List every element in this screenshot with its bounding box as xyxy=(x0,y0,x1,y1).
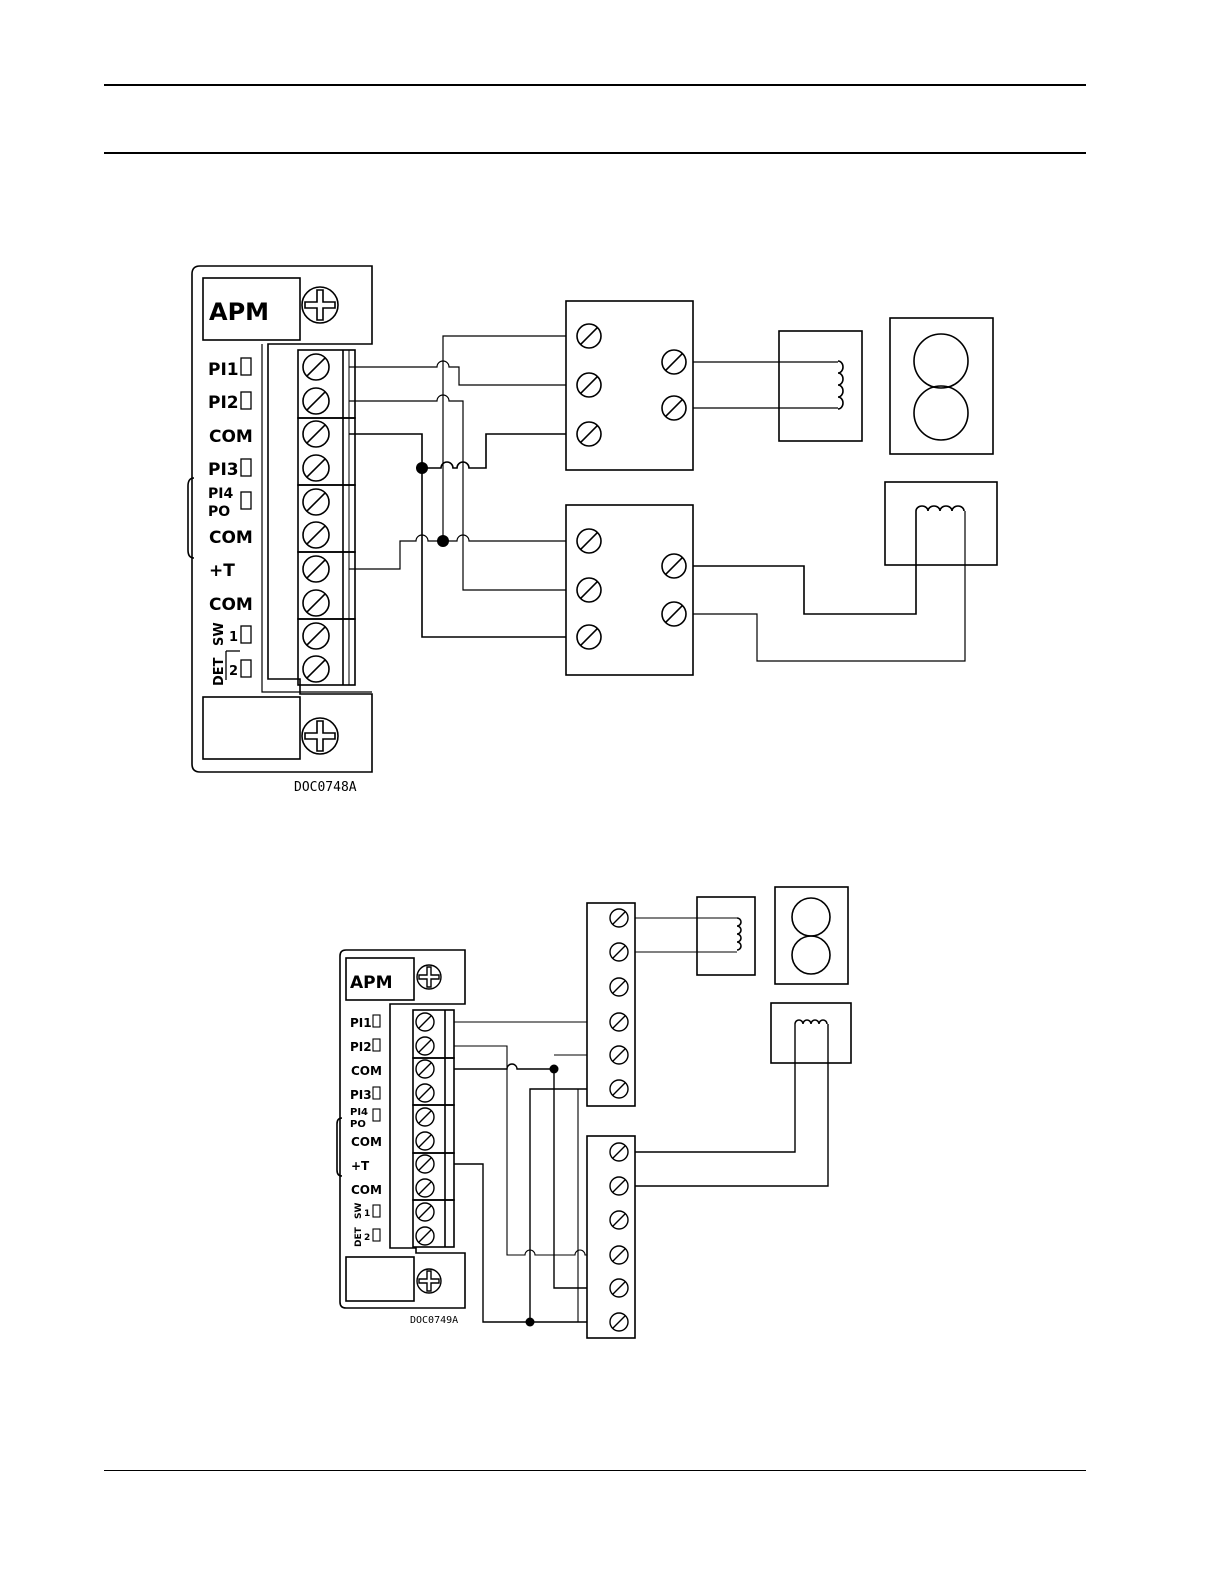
terminal-label-pi1: PI1 xyxy=(350,1016,372,1030)
doc-id: DOC0749A xyxy=(410,1315,458,1326)
terminal-strip-lower xyxy=(587,1136,635,1338)
terminal-screw-icon xyxy=(610,1046,628,1064)
terminal-label-com-3: COM xyxy=(351,1183,382,1197)
terminal-screw-icon xyxy=(416,1203,434,1221)
terminal-screw-icon xyxy=(416,1227,434,1245)
terminal-screw-icon xyxy=(610,1246,628,1264)
terminal-screw-icon xyxy=(416,1060,434,1078)
apm-lower-plate xyxy=(346,1257,414,1301)
terminal-screw-icon xyxy=(610,1143,628,1161)
apm-module-label: APM xyxy=(350,973,393,993)
terminal-screw-icon xyxy=(610,1313,628,1331)
terminal-screw-icon xyxy=(610,978,628,996)
terminal-screw-icon xyxy=(416,1013,434,1031)
terminal-label-pi3: PI3 xyxy=(350,1088,372,1102)
terminal-screw-icon xyxy=(416,1037,434,1055)
terminal-label-plus-t: +T xyxy=(351,1159,370,1173)
terminal-screw-icon xyxy=(416,1132,434,1150)
sw-label: SW xyxy=(354,1203,364,1219)
terminal-screw-icon xyxy=(610,1177,628,1195)
terminal-screw-icon xyxy=(610,1279,628,1297)
terminal-label-po: PO xyxy=(350,1119,366,1130)
terminal-label-com-1: COM xyxy=(351,1064,382,1078)
coil-box-lower xyxy=(771,1003,851,1063)
terminal-screw-icon xyxy=(416,1108,434,1126)
terminal-screw-icon xyxy=(610,1211,628,1229)
terminal-label-pi4: PI4 xyxy=(350,1107,368,1118)
terminal-screw-icon xyxy=(610,1013,628,1031)
terminal-screw-icon xyxy=(416,1155,434,1173)
sw-number-1: 1 xyxy=(364,1209,370,1219)
terminal-screw-icon xyxy=(610,1080,628,1098)
terminal-label-pi2: PI2 xyxy=(350,1040,372,1054)
terminal-label-com-2: COM xyxy=(351,1135,382,1149)
terminal-screw-icon xyxy=(416,1179,434,1197)
terminal-screw-icon xyxy=(610,943,628,961)
terminal-screw-icon xyxy=(416,1084,434,1102)
sw-number-2: 2 xyxy=(364,1233,370,1243)
terminal-strip-upper xyxy=(587,903,635,1106)
det-label: DET xyxy=(354,1226,364,1247)
coil-box-upper xyxy=(697,897,755,975)
terminal-screw-icon xyxy=(610,909,628,927)
